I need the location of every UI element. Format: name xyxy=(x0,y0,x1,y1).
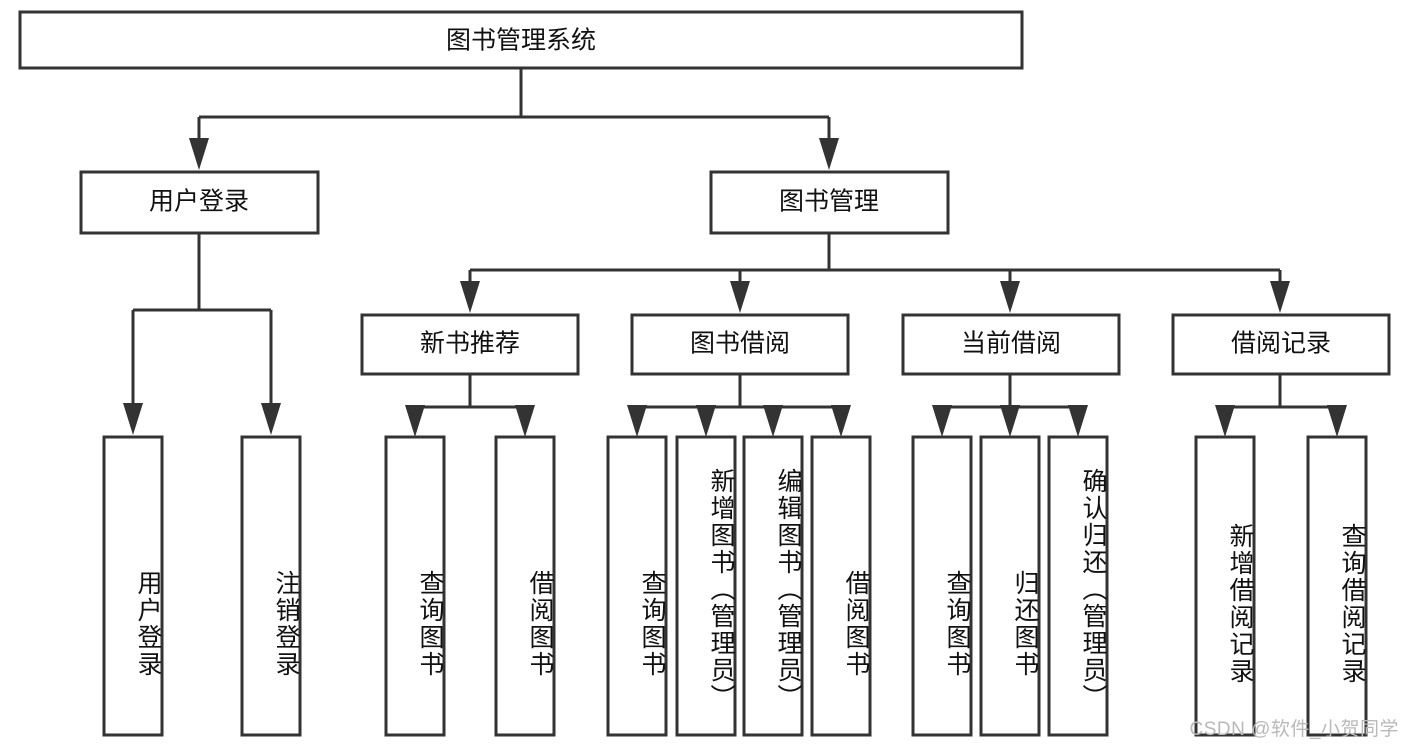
node-book-borrow-label: 图书借阅 xyxy=(690,330,790,358)
node-user-login[interactable]: 用户登录 xyxy=(79,170,320,235)
node-book-management-box[interactable] xyxy=(709,170,950,235)
node-leaf-current-confirm-box[interactable] xyxy=(1047,435,1109,737)
arrow-head-book-mgmt xyxy=(819,138,839,170)
node-leaf-borrow-edit-box[interactable] xyxy=(742,435,804,737)
connector-group-record xyxy=(1215,374,1347,437)
connector-group-book-mgmt xyxy=(460,233,1290,313)
node-new-book-recommend-box[interactable] xyxy=(360,313,580,376)
arrow-head-current-leaf-1 xyxy=(932,405,952,437)
arrow-head-record xyxy=(1270,281,1290,313)
node-new-book-recommend[interactable]: 新书推荐 xyxy=(360,313,580,376)
arrow-head-borrow-leaf-3 xyxy=(763,405,783,437)
node-leaf-borrow-add-box[interactable] xyxy=(675,435,737,737)
watermark-text: CSDN @软件_小贺同学 xyxy=(1189,719,1399,740)
arrow-head-recommend-leaf-1 xyxy=(405,405,425,437)
arrow-head-leaf-user-login xyxy=(123,403,143,435)
node-user-login-label: 用户登录 xyxy=(149,188,249,216)
connector-group-current xyxy=(932,374,1088,437)
connector-group-user-login xyxy=(123,233,281,435)
node-book-management[interactable]: 图书管理 xyxy=(709,170,950,235)
node-leaf-record-query-box[interactable] xyxy=(1306,435,1368,737)
connector-group-recommend xyxy=(405,374,535,437)
node-root-box[interactable] xyxy=(18,10,1024,70)
connector-group-borrow xyxy=(627,374,851,437)
node-new-book-recommend-label: 新书推荐 xyxy=(420,330,520,358)
node-current-borrow-box[interactable] xyxy=(901,313,1121,376)
node-leaf-current-query-box[interactable] xyxy=(911,435,973,737)
node-current-borrow-label: 当前借阅 xyxy=(961,330,1061,358)
arrow-head-borrow xyxy=(730,281,750,313)
arrow-head-current-leaf-2 xyxy=(1000,405,1020,437)
arrow-head-current xyxy=(1000,281,1020,313)
node-book-borrow[interactable]: 图书借阅 xyxy=(630,313,850,376)
node-leaf-record-add-box[interactable] xyxy=(1194,435,1256,737)
arrow-head-current-leaf-3 xyxy=(1068,405,1088,437)
node-borrow-record[interactable]: 借阅记录 xyxy=(1171,313,1391,376)
arrow-head-borrow-leaf-4 xyxy=(831,405,851,437)
node-book-management-label: 图书管理 xyxy=(779,188,879,216)
node-leaf-logout-box[interactable] xyxy=(240,435,302,737)
node-book-borrow-box[interactable] xyxy=(630,313,850,376)
node-root[interactable]: 图书管理系统 xyxy=(18,10,1024,70)
connector-group-root xyxy=(189,68,839,170)
node-root-label: 图书管理系统 xyxy=(446,27,596,55)
node-user-login-box[interactable] xyxy=(79,170,320,235)
node-leaf-recommend-query-box[interactable] xyxy=(384,435,446,737)
node-borrow-record-box[interactable] xyxy=(1171,313,1391,376)
arrow-head-user-login xyxy=(189,138,209,170)
arrow-head-record-leaf-1 xyxy=(1215,405,1235,437)
arrow-head-borrow-leaf-1 xyxy=(627,405,647,437)
node-leaf-borrow-lend-box[interactable] xyxy=(810,435,872,737)
arrow-head-leaf-logout xyxy=(261,403,281,435)
node-leaf-borrow-query-box[interactable] xyxy=(606,435,668,737)
arrow-head-borrow-leaf-2 xyxy=(696,405,716,437)
arrow-head-recommend-leaf-2 xyxy=(515,405,535,437)
arrow-head-recommend xyxy=(460,281,480,313)
arrow-head-record-leaf-2 xyxy=(1327,405,1347,437)
node-leaf-current-return-box[interactable] xyxy=(979,435,1041,737)
node-current-borrow[interactable]: 当前借阅 xyxy=(901,313,1121,376)
node-leaf-user-login-box[interactable] xyxy=(102,435,164,737)
node-leaf-recommend-borrow-box[interactable] xyxy=(494,435,556,737)
node-borrow-record-label: 借阅记录 xyxy=(1231,330,1331,358)
